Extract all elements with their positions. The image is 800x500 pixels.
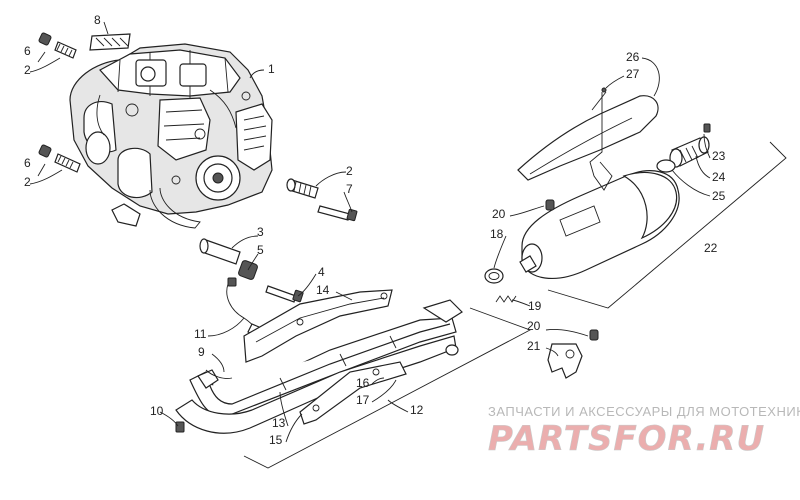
callout-12: 12 — [410, 403, 424, 417]
callout-24: 24 — [712, 170, 726, 184]
callout-22: 22 — [704, 241, 718, 255]
muffler — [519, 170, 680, 279]
callout-26: 26 — [626, 50, 640, 64]
callout-6: 6 — [24, 156, 31, 170]
callout-6: 6 — [24, 44, 31, 58]
callout-4: 4 — [318, 265, 325, 279]
callout-14: 14 — [316, 283, 330, 297]
callout-16: 16 — [356, 376, 370, 390]
callout-25: 25 — [712, 189, 726, 203]
stud-right — [286, 178, 358, 222]
muffler-strap — [589, 92, 613, 191]
muffler-bracket — [545, 199, 599, 379]
callout-8: 8 — [94, 13, 101, 27]
flange-bolt — [175, 421, 185, 433]
group-brackets — [243, 141, 787, 469]
callout-labels: 1222345667891011121314151617181920202122… — [24, 13, 726, 447]
callout-18: 18 — [490, 227, 504, 241]
muffler-heat-shield — [517, 91, 659, 181]
engine-assembly — [69, 43, 273, 229]
callout-20: 20 — [492, 207, 506, 221]
sleeve-and-bolt — [199, 238, 304, 303]
callout-15: 15 — [269, 433, 283, 447]
callout-27: 27 — [626, 67, 640, 81]
callout-7: 7 — [346, 182, 353, 196]
exhaust-gasket — [484, 268, 504, 284]
callout-20: 20 — [527, 319, 541, 333]
exhaust-header-pipes — [175, 299, 463, 434]
callout-1: 1 — [268, 62, 275, 76]
callout-2: 2 — [24, 63, 31, 77]
spark-arrester — [656, 123, 711, 173]
callout-2: 2 — [346, 164, 353, 178]
spring — [495, 295, 517, 303]
leader-lines — [29, 21, 711, 443]
stud-nut-lower — [38, 144, 81, 173]
watermark-tagline: ЗАПЧАСТИ И АКСЕССУАРЫ ДЛЯ МОТОТЕХНИКИ — [488, 404, 800, 419]
callout-17: 17 — [356, 393, 370, 407]
stud-nut-upper — [38, 32, 77, 59]
callout-5: 5 — [257, 243, 264, 257]
lower-heat-shield — [299, 361, 407, 425]
flange-gasket — [205, 369, 233, 379]
header-heat-shield — [243, 289, 393, 363]
callout-13: 13 — [272, 416, 286, 430]
callout-11: 11 — [194, 327, 207, 341]
callout-19: 19 — [528, 299, 542, 313]
callout-3: 3 — [257, 225, 264, 239]
callout-23: 23 — [712, 149, 726, 163]
callout-10: 10 — [150, 404, 164, 418]
callout-21: 21 — [527, 339, 541, 353]
callout-9: 9 — [198, 345, 205, 359]
callout-2: 2 — [24, 175, 31, 189]
